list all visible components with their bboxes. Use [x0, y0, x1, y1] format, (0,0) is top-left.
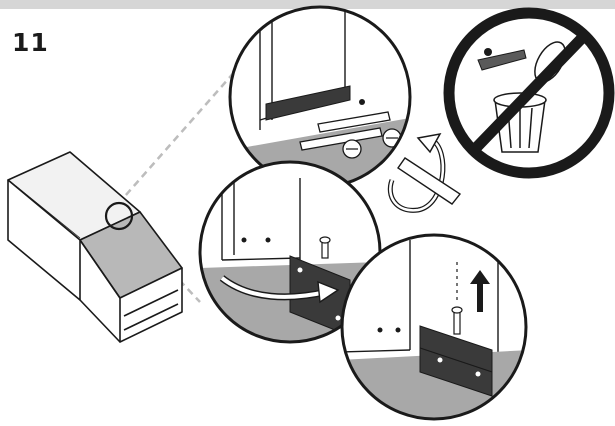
detail-callout-circle	[104, 201, 134, 231]
screwdriver-handle	[397, 157, 462, 205]
up-arrow-icon	[470, 270, 490, 312]
appliance-icon	[7, 151, 183, 343]
rotate-arrow-icon	[387, 132, 446, 213]
prohibited-trash-icon	[443, 7, 615, 179]
mounting-bracket	[265, 85, 351, 121]
step-number: 11	[12, 28, 49, 57]
detail-circle-lift	[340, 233, 528, 421]
header-bar	[0, 0, 615, 9]
